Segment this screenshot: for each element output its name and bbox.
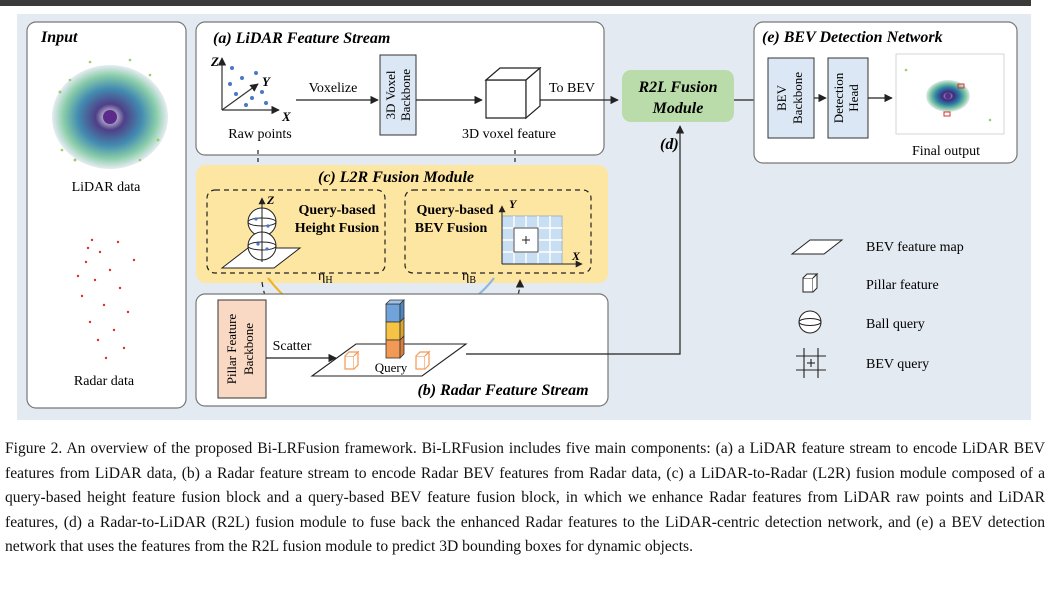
eta-b-label: ηB <box>462 269 476 286</box>
legend-bev-query-icon <box>796 348 826 378</box>
pillar-backbone-line2: Backbone <box>241 323 256 375</box>
voxel-feature-label: 3D voxel feature <box>462 127 556 142</box>
legend-bev-map-icon <box>790 239 844 255</box>
ball-query-icon <box>220 197 302 269</box>
framework-figure: Input LiDAR data Radar data (a) LiDAR Fe… <box>17 14 1031 420</box>
voxel-backbone-block <box>379 54 417 136</box>
bev-backbone-block <box>767 57 815 139</box>
legend-ball-query-label: Ball query <box>866 317 925 332</box>
legend-bev-map-label: BEV feature map <box>866 240 964 255</box>
bev-fusion-block <box>404 189 592 274</box>
height-fusion-block <box>206 189 386 274</box>
l2r-axis-x: X <box>571 249 581 263</box>
legend-pillar-label: Pillar feature <box>866 278 939 293</box>
legend-ball-query-icon <box>798 310 822 334</box>
bev-backbone-line2: Backbone <box>790 72 805 124</box>
axis-z-label: Z <box>210 54 219 69</box>
final-output-label: Final output <box>912 144 980 159</box>
bev-query-grid-icon <box>498 205 583 268</box>
legend-pillar-icon <box>802 272 819 293</box>
pillar-backbone-line1: Pillar Feature <box>224 314 239 385</box>
axis-x-label: X <box>281 109 291 124</box>
detection-head-line2: Head <box>846 84 861 112</box>
pillar-backbone-block <box>217 299 267 399</box>
lidar-pointcloud-image <box>52 58 168 169</box>
lidar-data-label: LiDAR data <box>72 180 142 195</box>
raw-points-dots <box>228 66 268 107</box>
radar-pointcloud-image <box>76 238 136 360</box>
radar-pillar-stack <box>385 299 405 359</box>
bev-network-title: (e) BEV Detection Network <box>762 29 943 46</box>
small-pillar-icons <box>344 350 431 370</box>
top-bar <box>0 0 1031 6</box>
l2r-axis-z: Z <box>266 193 275 207</box>
lidar-stream-title: (a) LiDAR Feature Stream <box>213 30 390 47</box>
scatter-label: Scatter <box>273 339 312 354</box>
bev-fusion-line1: Query-based <box>417 203 494 218</box>
l2r-axis-y: Y <box>509 197 518 211</box>
legend-bev-query-label: BEV query <box>866 357 929 372</box>
raw-points-axes <box>217 57 280 115</box>
figure-caption: Figure 2. An overview of the proposed Bi… <box>5 440 1045 556</box>
height-fusion-line1: Query-based <box>299 203 376 218</box>
radar-stream-title: (b) Radar Feature Stream <box>417 382 588 399</box>
height-fusion-line2: Height Fusion <box>295 221 380 236</box>
legend: BEV feature map Pillar feature Ball quer… <box>790 239 964 378</box>
axis-y-label: Y <box>262 74 271 89</box>
r2l-module <box>622 70 734 122</box>
input-title: Input <box>40 29 78 46</box>
l2r-title: (c) L2R Fusion Module <box>318 169 474 186</box>
eta-h-label: ηH <box>318 269 333 286</box>
r2l-line2: Module <box>652 100 704 117</box>
voxel-backbone-line1: 3D Voxel <box>383 70 398 119</box>
r2l-tag: (d) <box>660 136 679 153</box>
arrow-radar-to-r2l <box>466 125 685 355</box>
final-output-image <box>895 53 1005 135</box>
raw-points-label: Raw points <box>228 127 291 142</box>
bev-backbone-line1: BEV <box>774 84 789 111</box>
detection-head-line1: Detection <box>831 72 846 123</box>
voxel-cube <box>484 66 542 120</box>
voxelize-label: Voxelize <box>309 81 358 96</box>
query-label: Query <box>375 360 408 375</box>
bev-fusion-line2: BEV Fusion <box>415 221 488 236</box>
to-bev-label: To BEV <box>549 81 595 96</box>
r2l-line1: R2L Fusion <box>638 79 718 96</box>
voxel-backbone-line2: Backbone <box>398 69 413 121</box>
radar-data-label: Radar data <box>74 374 135 389</box>
detection-head-block <box>827 57 869 139</box>
